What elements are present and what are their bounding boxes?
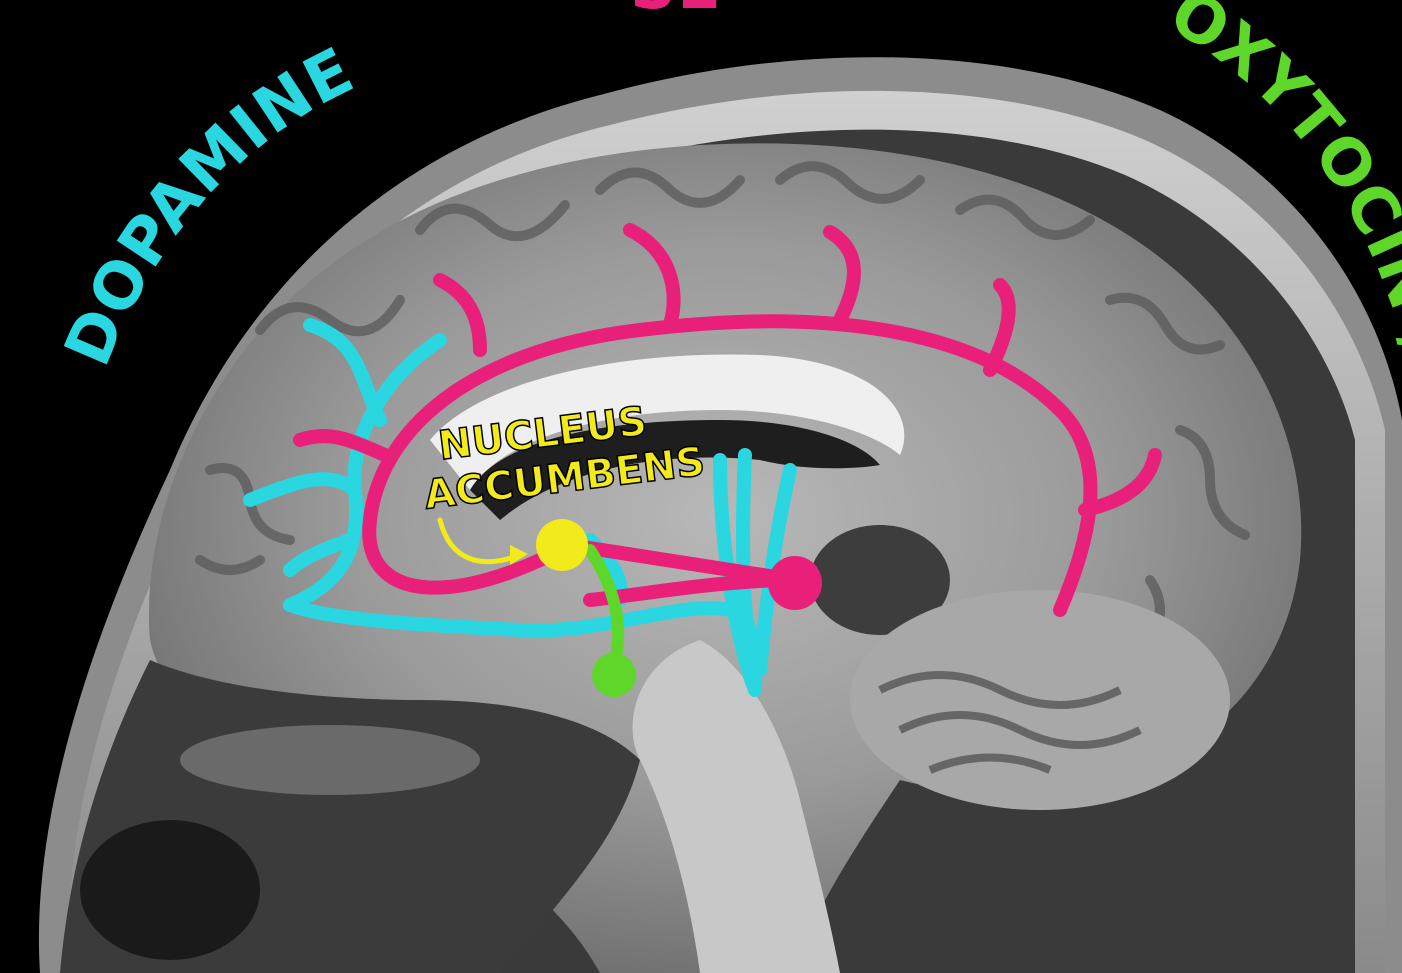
serotonin-partial-label: SE	[630, 0, 722, 24]
cerebellum	[850, 590, 1230, 810]
hypothalamus-dot	[592, 653, 636, 697]
orbit	[80, 820, 260, 960]
nucleus-accumbens-dot	[536, 519, 588, 571]
raphe-nucleus-dot	[768, 556, 822, 610]
sinus-highlight	[180, 725, 480, 795]
